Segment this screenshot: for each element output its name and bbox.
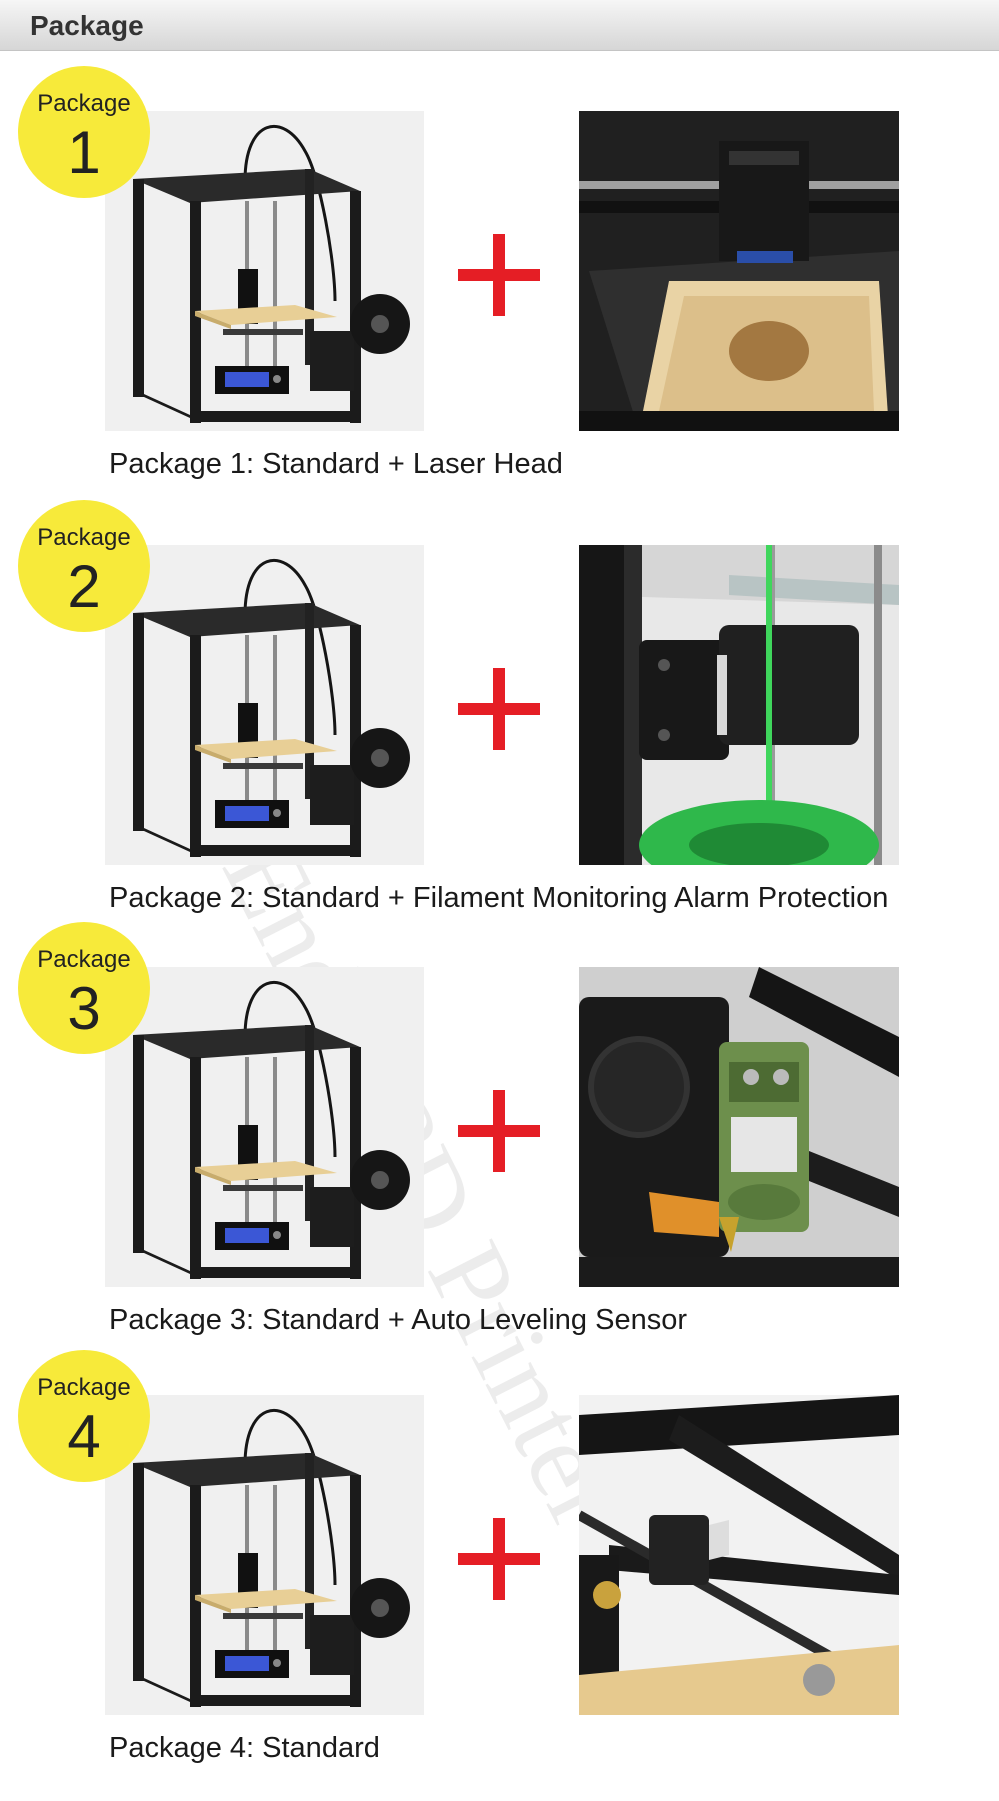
- badge-label: Package: [37, 946, 131, 973]
- printer-frame-closeup-icon: [579, 1395, 899, 1715]
- badge-label: Package: [37, 1374, 131, 1401]
- plus-icon: [458, 234, 540, 316]
- header-bar: Package: [0, 0, 999, 51]
- addon-photo: [579, 967, 899, 1287]
- package-badge: Package 2: [18, 500, 150, 632]
- auto-leveling-sensor-icon: [579, 967, 899, 1287]
- printer-photo: [105, 967, 424, 1287]
- package-caption: Package 3: Standard + Auto Leveling Sens…: [109, 1304, 687, 1336]
- package-3: Package 3: [0, 922, 999, 1350]
- laser-head-icon: [579, 111, 899, 431]
- package-4: Package 4: [0, 1350, 999, 1778]
- package-1: Package 1: [0, 66, 999, 494]
- printer-photo: [105, 1395, 424, 1715]
- badge-number: 1: [67, 119, 101, 186]
- package-badge: Package 4: [18, 1350, 150, 1482]
- package-caption: Package 4: Standard: [109, 1732, 380, 1764]
- addon-photo: [579, 1395, 899, 1715]
- plus-icon: [458, 1090, 540, 1172]
- printer-icon: [105, 967, 424, 1287]
- addon-photo: [579, 545, 899, 865]
- addon-photo: [579, 111, 899, 431]
- printer-photo: [105, 545, 424, 865]
- package-2: Package 2: [0, 500, 999, 928]
- printer-icon: [105, 1395, 424, 1715]
- package-caption: Package 1: Standard + Laser Head: [109, 448, 563, 480]
- package-caption: Package 2: Standard + Filament Monitorin…: [109, 882, 889, 914]
- package-badge: Package 3: [18, 922, 150, 1054]
- badge-number: 2: [67, 553, 101, 620]
- badge-number: 3: [67, 975, 101, 1042]
- page-title: Package: [30, 10, 144, 41]
- package-badge: Package 1: [18, 66, 150, 198]
- printer-icon: [105, 111, 424, 431]
- badge-label: Package: [37, 524, 131, 551]
- printer-icon: [105, 545, 424, 865]
- printer-photo: [105, 111, 424, 431]
- badge-label: Package: [37, 90, 131, 117]
- plus-icon: [458, 668, 540, 750]
- filament-sensor-icon: [579, 545, 899, 865]
- plus-icon: [458, 1518, 540, 1600]
- badge-number: 4: [67, 1403, 101, 1470]
